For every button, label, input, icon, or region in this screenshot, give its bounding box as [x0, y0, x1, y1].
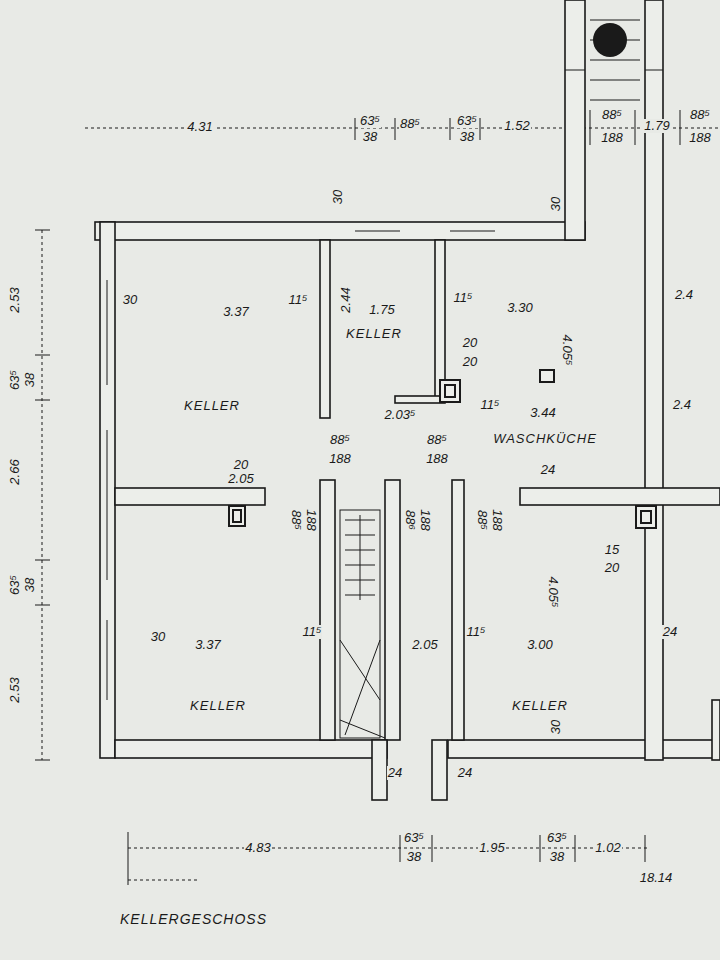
dimension-label: 30	[549, 196, 563, 212]
dimension-label: 88⁵	[289, 509, 303, 531]
dimension-label: 11⁵	[466, 625, 487, 639]
dimension-label: 3.37	[222, 305, 249, 319]
dimension-label: 63⁵	[8, 369, 22, 391]
dimension-label: 63⁵	[546, 831, 568, 845]
dimension-label: 63⁵	[359, 114, 381, 128]
dimension-label: 188	[688, 131, 712, 145]
dimension-label: 2.05	[411, 638, 438, 652]
dimension-label: 11⁵	[480, 398, 501, 412]
room: KELLER	[464, 505, 645, 740]
dimension-label: 24	[457, 766, 473, 780]
dimension-label: 1.52	[503, 119, 530, 133]
dimension-label: 11⁵	[453, 291, 474, 305]
dimension-label: 2.4	[672, 398, 692, 412]
room-name: WASCHKÜCHE	[493, 431, 597, 446]
dimension-label: 88⁶	[403, 509, 417, 531]
dimension-label: 188	[304, 508, 318, 532]
room-name: KELLER	[346, 326, 402, 341]
dimension-label: 2.05	[227, 472, 254, 486]
dimension-label: 2.4	[674, 288, 694, 302]
dimension-label: 188	[600, 131, 624, 145]
dimension-label: 88⁵	[329, 433, 351, 447]
dimension-label: 88⁵	[426, 433, 448, 447]
dimension-label: 2.53	[8, 286, 22, 313]
dimension-label: 2.03⁵	[384, 408, 417, 422]
room-name: KELLER	[190, 698, 246, 713]
dimension-label: 20	[604, 561, 620, 575]
dimension-label: 15	[604, 543, 620, 557]
dimension-label: 38	[459, 130, 475, 144]
dimension-label: 88⁵	[601, 108, 623, 122]
dimension-label: 4.83	[244, 841, 271, 855]
dimension-label: 2.53	[8, 676, 22, 703]
dimension-label: 38	[549, 850, 565, 864]
dimension-label: 4.05⁵	[546, 576, 560, 609]
dimension-label: 20	[462, 336, 478, 350]
dimension-label: 20	[233, 458, 249, 472]
room: KELLER	[115, 505, 320, 740]
dimension-label: 38	[406, 850, 422, 864]
room: KELLER	[115, 240, 320, 488]
dimension-label: 1.02	[594, 841, 621, 855]
dimension-label: 1.75	[368, 303, 395, 317]
dimension-label: 3.30	[506, 301, 533, 315]
room-name: KELLER	[184, 398, 240, 413]
dimension-label: 188	[490, 508, 504, 532]
dimension-label: 30	[549, 719, 563, 735]
dimension-label: 188	[418, 508, 432, 532]
room-name: KELLER	[512, 698, 568, 713]
dimension-label: 63⁵	[403, 831, 425, 845]
dimension-label: 4.05⁵	[560, 334, 574, 367]
dimension-label: 63⁵	[456, 114, 478, 128]
dimension-label: 24	[662, 625, 678, 639]
dimension-label: 11⁵	[288, 293, 309, 307]
dimension-label: 88⁵	[475, 509, 489, 531]
dimension-label: 3.37	[194, 638, 221, 652]
dimension-label: 30	[150, 630, 166, 644]
dimension-label: 30	[331, 189, 345, 205]
dimension-label: 3.00	[526, 638, 553, 652]
dimension-label: 20	[462, 355, 478, 369]
dimension-label: 24	[540, 463, 556, 477]
dimension-label: 188	[425, 452, 449, 466]
dimension-label: 4.31	[186, 120, 213, 134]
dimension-label: 88⁵	[399, 117, 421, 131]
dimension-label: 2.66	[8, 458, 22, 485]
dimension-label: 1.79	[643, 119, 670, 133]
dimension-label: 2.44	[339, 286, 353, 313]
dimension-label: 3.44	[529, 406, 556, 420]
plan-title: KELLERGESCHOSS	[120, 911, 267, 927]
dimension-label: 24	[387, 766, 403, 780]
dimension-label: 11⁵	[302, 625, 323, 639]
dimension-label: 18.14	[639, 871, 674, 885]
dimension-label: 38	[362, 130, 378, 144]
dimension-label: 1.95	[478, 841, 505, 855]
dimension-label: 188	[328, 452, 352, 466]
dimension-label: 38	[23, 577, 37, 593]
dimension-label: 38	[23, 372, 37, 388]
room: KELLER	[330, 240, 435, 396]
dimension-label: 63⁵	[8, 574, 22, 596]
dimension-label: 30	[122, 293, 138, 307]
dimension-label: 88⁵	[689, 108, 711, 122]
